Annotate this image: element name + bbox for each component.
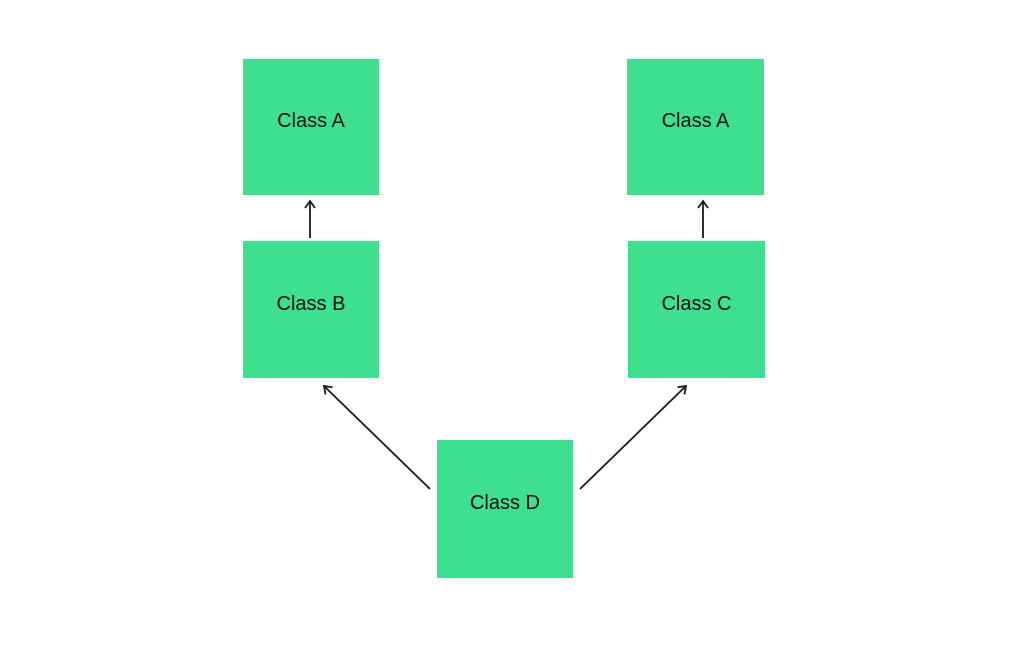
node-label-class-a-right: Class A (661, 110, 730, 132)
node-label-class-b: Class B (276, 292, 346, 315)
node-label-class-d: Class D (469, 492, 540, 514)
arrow-class-d-to-class-b (322, 384, 431, 490)
node-label-class-a-left: Class A (277, 110, 345, 132)
node-class-d: Class D (437, 440, 573, 578)
arrow-class-d-to-class-c (579, 384, 688, 490)
node-class-a-right: Class A (627, 59, 764, 195)
node-class-c: Class C (628, 241, 765, 378)
node-class-b: Class B (243, 241, 379, 378)
node-label-class-c: Class C (661, 292, 732, 315)
node-class-a-left: Class A (243, 59, 379, 195)
